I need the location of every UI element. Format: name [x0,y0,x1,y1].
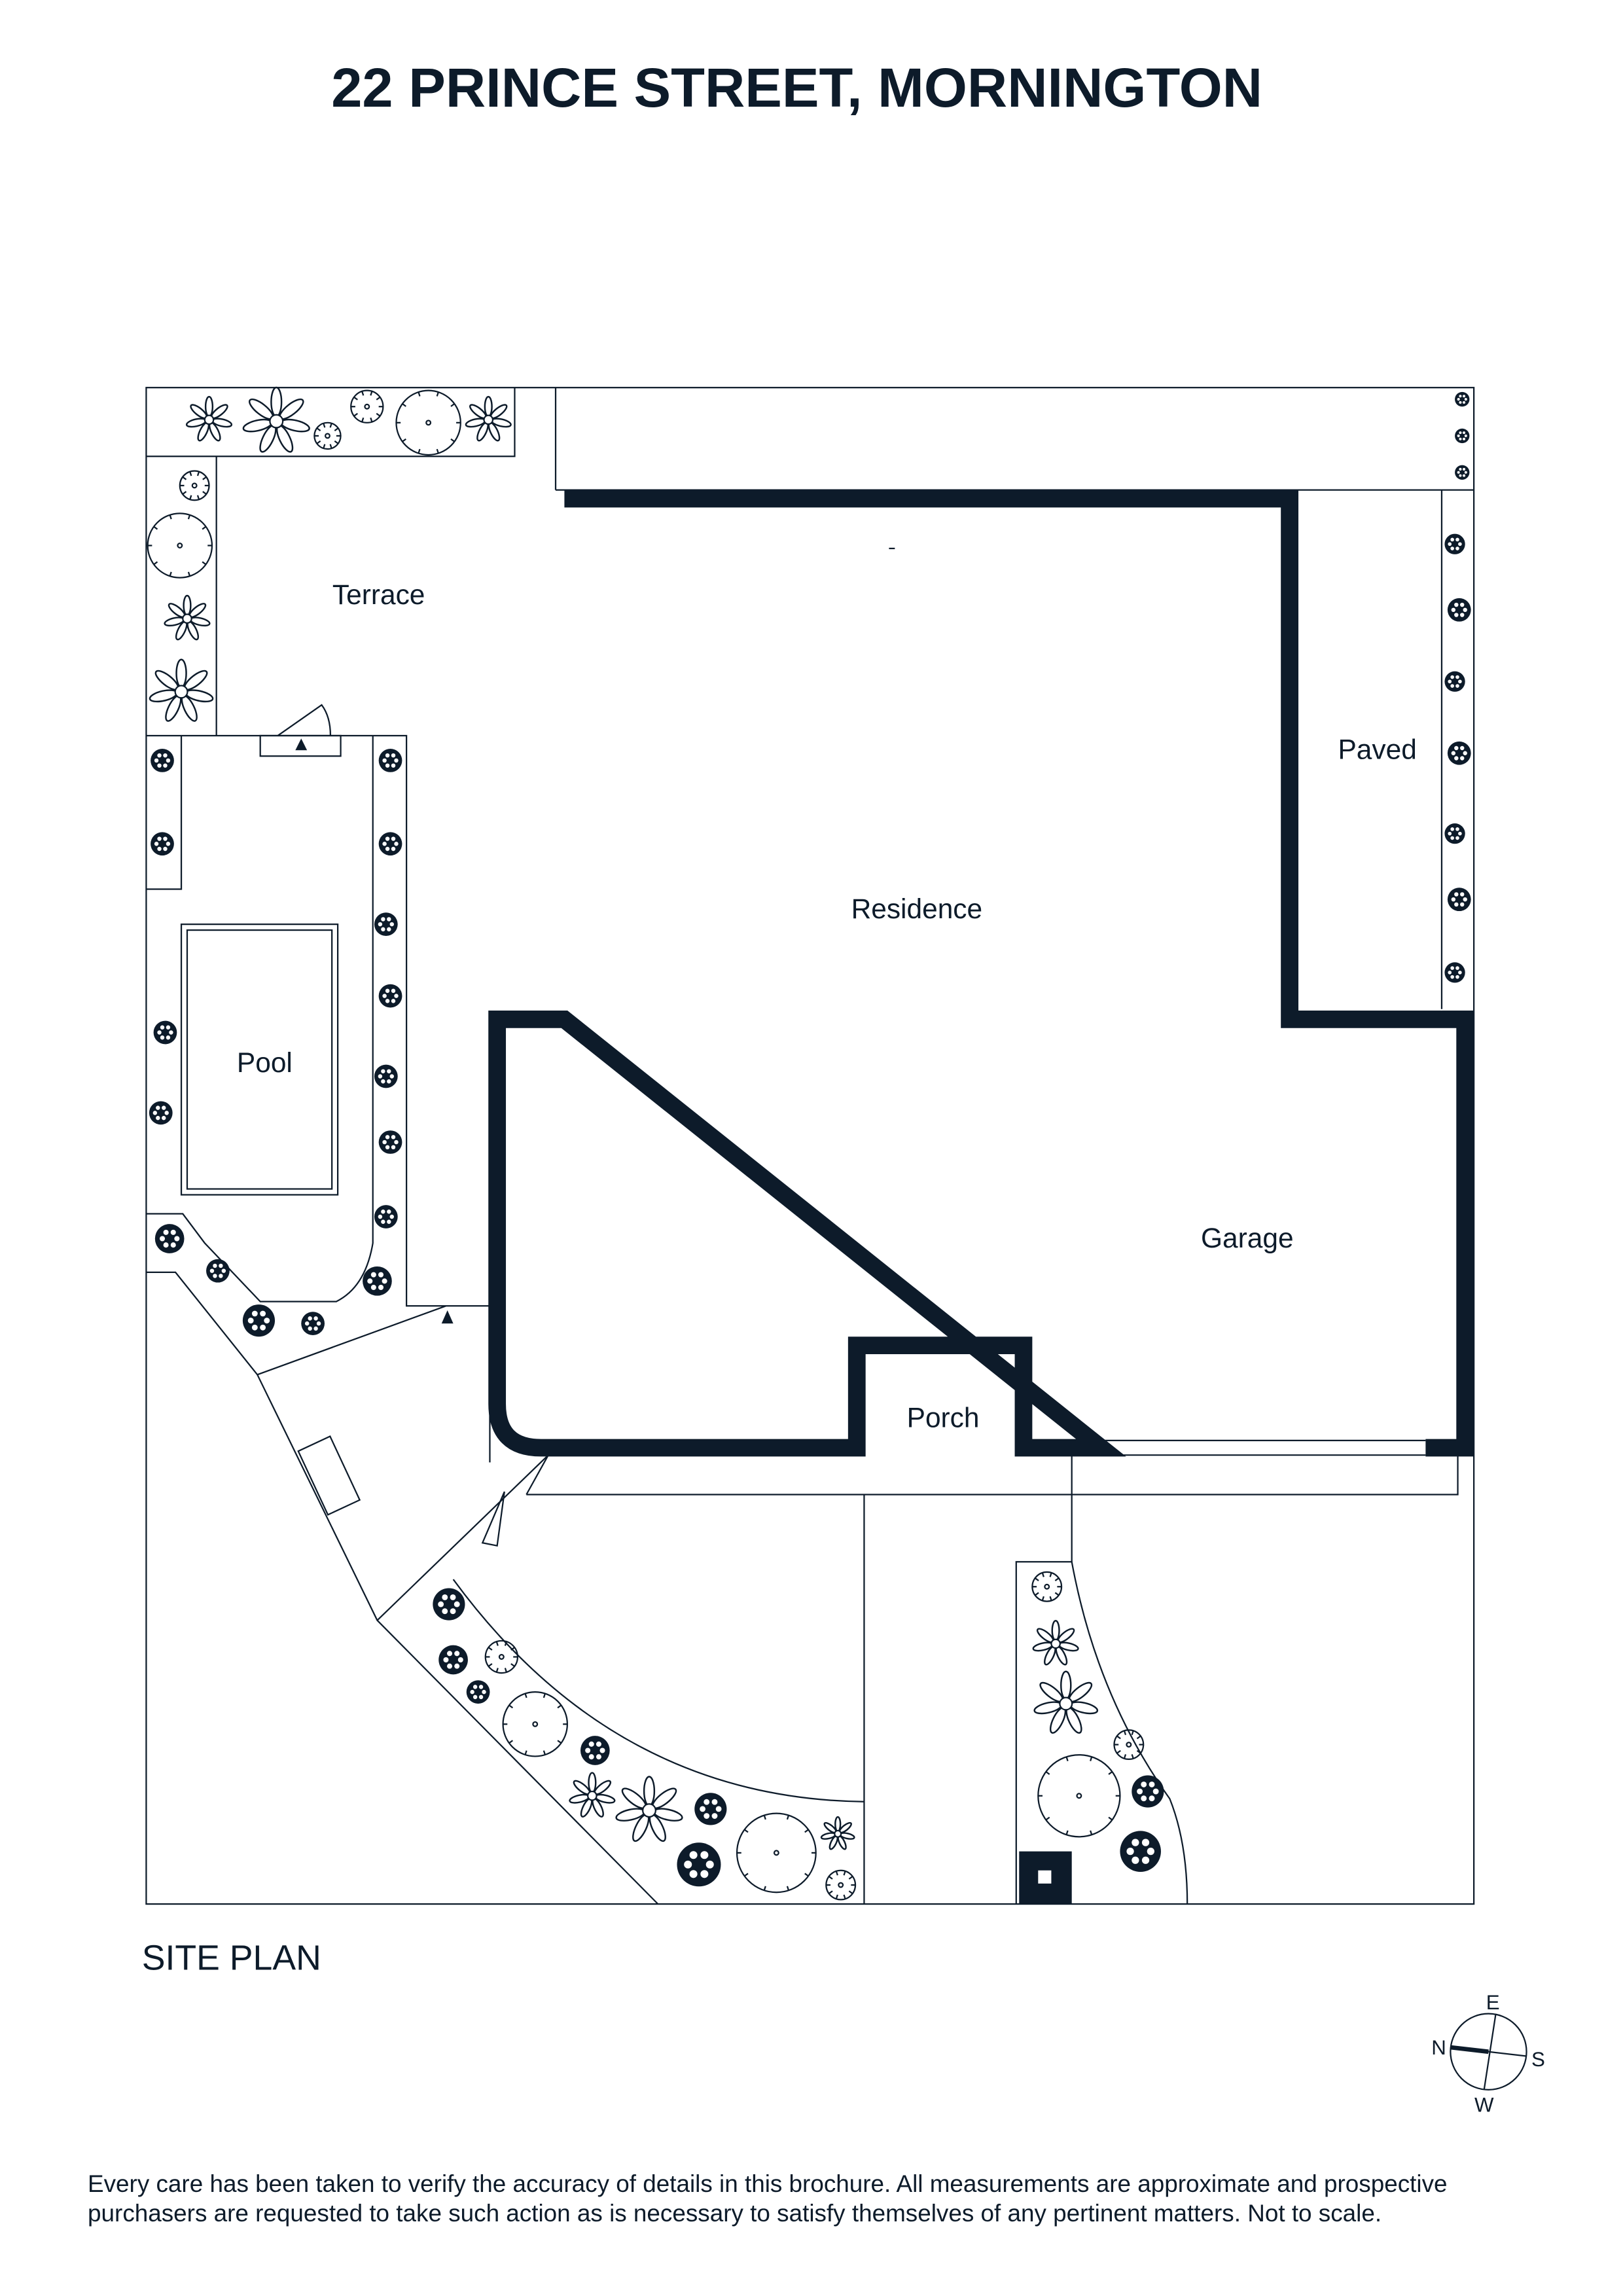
compass-north: N [1431,2036,1446,2059]
shrub-icon [149,1101,173,1125]
shrub-icon [1120,1831,1161,1872]
compass-icon: E N S W [1431,1991,1545,2116]
tree-icon [1031,1571,1063,1602]
pool [180,924,339,1196]
shrub-icon [374,1205,398,1229]
tree-icon [502,1691,568,1757]
garden-beds [146,387,1459,1905]
palm-icon [569,1772,616,1818]
landscaping-plants [147,386,1471,1901]
shrub-icon [151,749,174,772]
shrub-icon [153,1020,177,1045]
shrub-icon [438,1645,468,1675]
letterbox [1019,1851,1072,1905]
tree-icon [825,1869,857,1901]
tree-icon [179,470,210,501]
shrub-icon [1455,428,1470,444]
palm-icon [149,658,214,722]
room-label-paved: Paved [1338,734,1416,765]
palm-icon [820,1816,855,1850]
shrub-icon [1455,465,1470,480]
palm-icon [465,395,512,442]
palm-icon [185,395,233,442]
shrub-icon [694,1793,727,1825]
tree-icon [147,512,213,579]
room-label-terrace: Terrace [332,579,425,610]
shrub-icon [206,1259,230,1283]
tree-icon [350,389,384,423]
shrub-icon [378,749,402,772]
shrub-icon [154,1224,185,1253]
tree-icon [395,389,461,456]
shrub-icon [1444,671,1465,692]
shrub-icon [374,1064,398,1088]
palm-icon [615,1776,683,1842]
palm-icon [242,386,310,453]
page-title: 22 PRINCE STREET, MORNINGTON [331,56,1262,118]
shrub-icon [242,1304,276,1337]
compass-east: E [1486,1991,1500,2014]
shrub-icon [677,1842,721,1887]
shrub-icon [378,1130,402,1154]
compass-west: W [1474,2093,1494,2116]
shrub-icon [433,1588,465,1621]
site-boundary [145,387,1475,1905]
shrub-icon [378,832,402,856]
shrub-icon [580,1736,610,1765]
shrub-icon [1447,741,1471,765]
pool-door [259,704,454,1324]
palm-icon [1032,1619,1079,1666]
disclaimer-line-1: Every care has been taken to verify the … [88,2170,1447,2197]
tree-icon [1037,1754,1121,1838]
shrub-icon [1447,598,1471,622]
tree-icon [313,422,342,450]
shrub-icon [363,1266,392,1296]
compass-south: S [1531,2048,1545,2071]
shrub-icon [1444,823,1465,844]
palm-icon [1033,1670,1099,1734]
tree-icon [736,1812,817,1893]
shrub-icon [151,832,174,856]
palm-icon [164,594,211,641]
shrub-icon [374,912,398,937]
room-label-pool: Pool [237,1047,293,1078]
disclaimer-line-2: purchasers are requested to take such ac… [88,2200,1382,2227]
plan-label: SITE PLAN [142,1939,321,1978]
room-label-porch: Porch [907,1403,980,1433]
shrub-icon [1132,1775,1164,1808]
shrub-icon [1444,533,1465,554]
room-label-residence: Residence [851,893,983,924]
shrub-icon [301,1312,325,1335]
room-label-garage: Garage [1201,1223,1294,1253]
shrub-icon [466,1680,490,1704]
shrub-icon [1444,962,1465,983]
residence-walls [488,490,1474,1457]
shrub-icon [378,984,402,1008]
tree-icon [1113,1729,1145,1761]
tree-icon [484,1640,519,1674]
shrub-icon [1447,888,1471,912]
shrub-icon [1455,391,1470,407]
